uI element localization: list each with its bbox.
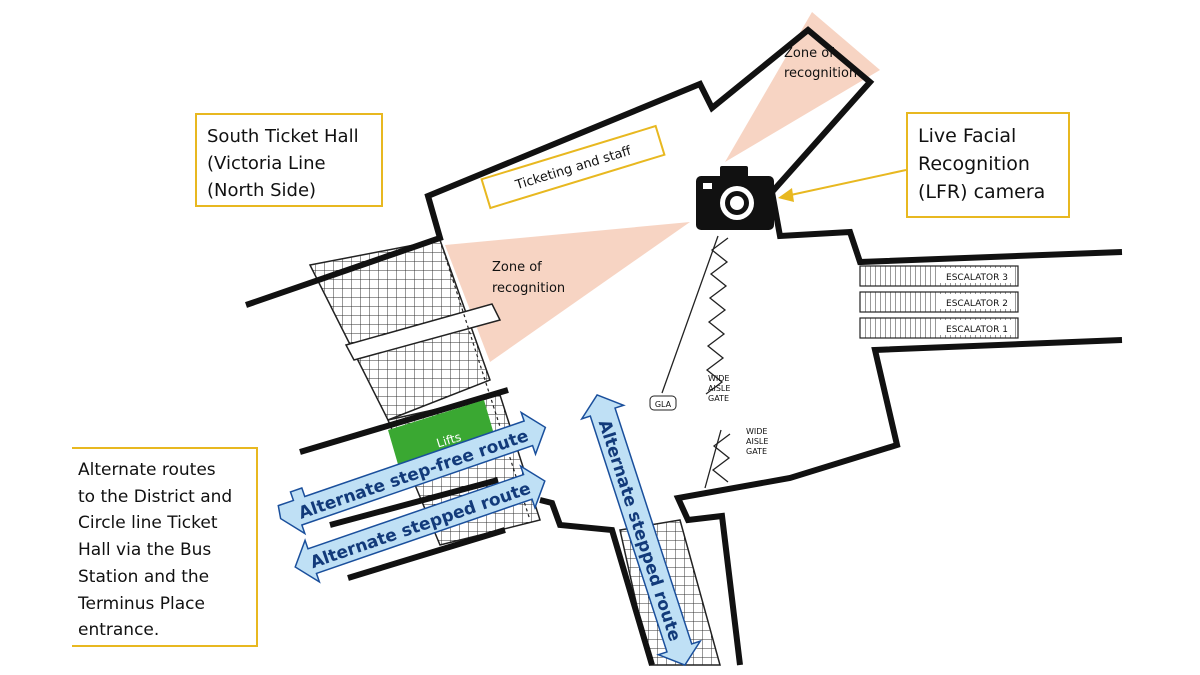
alt-routes-line-2: to the District and — [78, 486, 233, 507]
camera-icon — [696, 166, 774, 230]
alt-routes-line-5: Station and the — [78, 566, 210, 587]
lfr-line-1: Live Facial — [918, 125, 1017, 147]
gate-upper-label-2: AISLE — [708, 384, 730, 393]
zone-of-recognition-top — [725, 12, 880, 162]
alt-routes-line-6: Terminus Place — [78, 593, 205, 614]
ticketing-staff-box — [480, 124, 666, 210]
lfr-line-2: Recognition — [918, 153, 1030, 175]
gate-lower-label-1: WIDE — [746, 427, 767, 436]
alt-routes-line-4: Hall via the Bus — [78, 540, 212, 561]
gate-upper-label-3: GATE — [708, 394, 729, 403]
walls — [245, 26, 1123, 666]
lfr-pointer-arrow — [778, 169, 907, 202]
escalators: ESCALATOR 3 ESCALATOR 2 ESCALATOR 1 — [859, 265, 1019, 339]
escalator-2-label: ESCALATOR 2 — [946, 299, 1008, 309]
zone-mid-label-line1: Zone of — [492, 260, 542, 275]
alt-routes-line-7: entrance. — [78, 620, 160, 641]
alt-routes-line-3: Circle line Ticket — [78, 513, 218, 534]
south-hall-line-3: (North Side) — [207, 180, 317, 201]
alt-routes-line-1: Alternate routes — [78, 460, 216, 480]
south-hall-line-2: (Victoria Line — [207, 153, 326, 174]
gla-label: GLA — [655, 400, 672, 409]
zone-mid-label-line2: recognition — [492, 281, 565, 296]
lfr-camera-callout: Live Facial Recognition (LFR) camera — [906, 112, 1070, 218]
escalator-1-label: ESCALATOR 1 — [946, 325, 1008, 335]
south-hall-line-1: South Ticket Hall — [207, 126, 359, 147]
escalator-3-label: ESCALATOR 3 — [946, 273, 1008, 283]
gla-box — [649, 395, 677, 411]
gate-lower-label-3: GATE — [746, 447, 767, 456]
gate-line — [661, 235, 731, 489]
gate-upper-label-1: WIDE — [708, 374, 729, 383]
gate-lower-label-2: AISLE — [746, 437, 768, 446]
zone-top-label-line2: recognition — [784, 66, 857, 81]
lfr-line-3: (LFR) camera — [918, 181, 1046, 203]
alternate-routes-callout: Alternate routes to the District and Cir… — [72, 447, 258, 647]
zone-top-label-line1: Zone of — [784, 46, 834, 61]
south-ticket-hall-callout: South Ticket Hall (Victoria Line (North … — [195, 113, 383, 207]
zone-of-recognition-mid — [445, 222, 690, 362]
